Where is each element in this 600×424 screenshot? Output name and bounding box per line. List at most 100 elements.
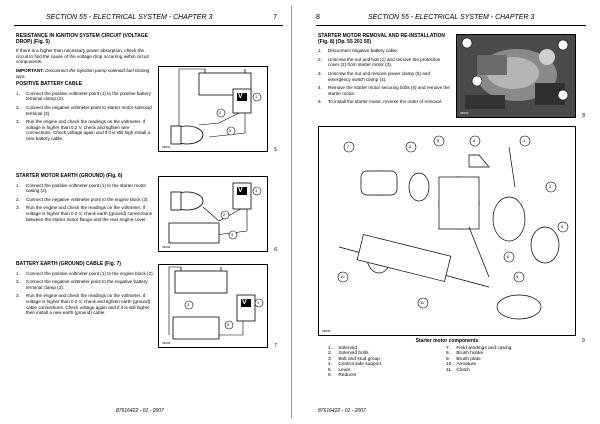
page-footer: 87616422 - 01 - 2007 [116,408,164,414]
figure-code: 28635 [322,329,331,333]
sub-title: POSITIVE BATTERY CABLE [16,81,83,88]
legend-item: 2. Solenoid bolts [328,351,369,357]
section-battery-earth: BATTERY EARTH (GROUND) CABLE (Fig. 7) 1.… [16,261,154,319]
step: 3.Run the engine and check the readings … [16,205,152,222]
callout: 2 [223,212,226,217]
figure-number: 6 [274,247,277,253]
callout: 3 [231,232,234,237]
page-footer: 87616422 - 01 - 2007 [318,408,366,414]
figure-number: 7 [274,343,277,349]
figure-9-exploded-view: 7 3 8 4 1 2 5 6 9 10 11 28635 [318,126,576,336]
page-number: 8 [316,14,320,21]
legend-item: 10. Armature [446,362,477,368]
legend-item: 7. Field windings and casing [446,346,512,351]
wiring-diagram-5 [170,68,262,145]
page-gutter [292,0,308,424]
callout: 9 [516,274,519,279]
figure-code: 28632 [162,245,171,249]
step-list: 1.Disconnect negative battery cable. 2.U… [318,48,450,105]
figure-8-photo: 28634 8 [456,34,585,119]
legend-item: 9. Brush plate [446,356,481,362]
step-list: 1.Connect the positive voltmeter point (… [16,183,154,223]
callout: 6 [507,254,510,259]
figure-code: 28634 [460,111,469,115]
figure-5: V 1 2 3 28631 5 [158,66,277,153]
clutch-shape [496,294,542,320]
page-header: 8 SECTION 55 - ELECTRICAL SYSTEM - CHAPT… [308,12,594,26]
figure-number: 8 [582,113,585,119]
step: 1.Disconnect negative battery cable. [318,48,399,54]
header-title: SECTION 55 - ELECTRICAL SYSTEM - CHAPTER… [46,14,213,21]
components-legend: 1. Solenoid 2. Solenoid bolts 3. Bolt an… [328,346,568,386]
page-header: SECTION 55 - ELECTRICAL SYSTEM - CHAPTER… [6,12,291,26]
figure-7: V 1 2 3 28633 7 [158,264,277,349]
voltmeter-label: V [238,187,243,194]
step: 3.Run the engine and check the readings … [16,293,151,316]
callout: 7 [347,144,350,149]
callout: 1 [257,300,260,305]
callout: 3 [187,302,190,307]
right-page: 8 SECTION 55 - ELECTRICAL SYSTEM - CHAPT… [308,6,594,418]
callout: 10 [340,274,345,279]
callout: 8 [437,138,440,143]
callout: 1 [523,138,526,143]
section-intro: If there is a higher than necessary powe… [16,48,149,65]
wiring-diagram-6 [168,182,262,244]
callout: 1 [255,94,258,99]
figure-code: 28633 [162,341,171,345]
legend-item: 1. Solenoid [328,346,358,351]
engine-block-shape [168,222,220,244]
legend-item: 3. Bolt and stud group [328,356,380,362]
header-rule [316,25,586,26]
section-starter-removal: STARTER MOTOR REMOVAL AND RE-INSTALLATIO… [318,33,450,108]
step: 1.Connect the positive voltmeter point (… [16,182,147,194]
step: 3.Run the engine and check the readings … [16,119,151,141]
step: 2.Connect the negative voltmeter point t… [16,104,152,116]
step: 4.Remove the starter motor securing bolt… [318,85,450,96]
legend-item: 8. Brush holder [446,351,484,357]
figure-caption: Starter motor components [415,338,479,344]
callout: 2 [549,184,552,189]
wiring-diagram-7 [168,266,264,340]
legend-column-left: 1. Solenoid 2. Solenoid bolts 3. Bolt an… [328,346,381,378]
legend-item: 4. Control side support [328,362,382,368]
important-note: IMPORTANT: Disconnect the injection pump… [16,67,150,79]
section-title: STARTER MOTOR EARTH (GROUND) (Fig. 6) [16,173,123,179]
section-title: STARTER MOTOR REMOVAL AND RE-INSTALLATIO… [318,33,446,45]
step: 1.Connect the positive voltmeter point (… [16,270,154,276]
step: 2.Connect the negative voltmeter point t… [16,279,148,290]
header-title: SECTION 55 - ELECTRICAL SYSTEM - CHAPTER… [368,14,535,21]
section-starter-earth: STARTER MOTOR EARTH (GROUND) (Fig. 6) 1.… [16,173,154,225]
voltmeter-label: V [242,299,247,306]
step: 3.Unscrew the nut and remove power clamp… [318,70,430,82]
header-rule [14,25,283,26]
legend-column-right: 7. Field windings and casing 8. Brush ho… [446,346,511,373]
section-title: BATTERY EARTH (GROUND) CABLE (Fig. 7) [16,261,121,267]
exploded-view-drawing [337,135,569,320]
voltmeter-label: V [238,93,243,100]
figure-code: 28631 [162,145,171,149]
starter-motor-photo [457,35,575,117]
step-list: 1.Connect the positive voltmeter point (… [16,91,154,142]
figure-number: 9 [582,338,585,344]
legend-item: 6. Reducer [328,373,357,379]
legend-item: 11. Clutch [446,367,470,373]
page-number: 7 [273,14,277,21]
figure-number: 5 [274,147,277,153]
left-page: SECTION 55 - ELECTRICAL SYSTEM - CHAPTER… [6,6,292,418]
step: 1.Connect the positive voltmeter point (… [16,90,151,102]
step: 2.Unscrew the nut and bolt (1) and remov… [318,56,441,68]
callout: 3 [229,128,232,133]
callout: 4 [473,138,476,143]
callout: 11 [420,300,425,305]
section-voltage-drop: RESISTANCE IN IGNITION SYSTEM CIRCUIT (V… [16,33,154,145]
callout: 3 [409,144,412,149]
step-list: 1.Connect the positive voltmeter point (… [16,271,154,316]
step: 5.To install the starter motor, reverse … [318,99,443,105]
callout: 2 [227,322,230,327]
callout: 2 [219,110,222,115]
step: 2.Connect the negative voltmeter point t… [16,196,149,202]
figure-6: V 1 2 3 28632 6 [158,176,277,253]
callout: 5 [561,224,564,229]
legend-item: 5. Lever [328,367,351,373]
